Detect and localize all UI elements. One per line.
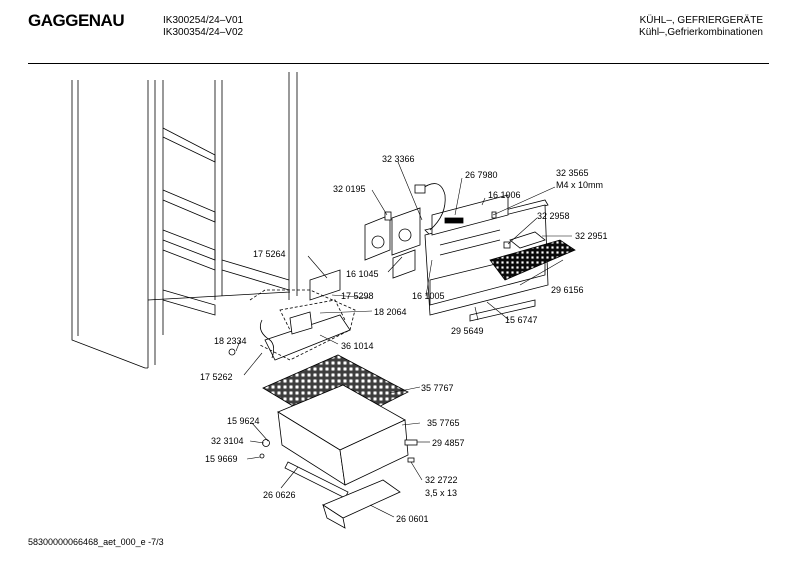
connector	[414, 184, 426, 194]
part-label: 29 4857	[432, 438, 465, 448]
category-line: Kühl–,Gefrierkombinationen	[639, 27, 763, 38]
part-label: 32 2722	[425, 475, 458, 485]
part-label: 16 1045	[346, 269, 379, 279]
header-rule	[28, 63, 769, 64]
part-label: 15 9669	[205, 454, 238, 464]
tray	[322, 479, 401, 529]
drawer	[277, 384, 409, 486]
part-label: 15 6747	[505, 315, 538, 325]
part-label: 35 7765	[427, 418, 460, 428]
model-number: IK300254/24–V01	[163, 15, 244, 26]
category-title: KÜHL–, GEFRIERGERÄTE Kühl–,Gefrierkombin…	[639, 15, 763, 39]
cable	[419, 183, 446, 231]
leader-lines	[235, 161, 572, 518]
part-label: M4 x 10mm	[556, 180, 603, 190]
part-label: 35 7767	[421, 383, 454, 393]
display-window	[444, 217, 464, 224]
model-number: IK300354/24–V02	[163, 27, 244, 38]
part-label: 32 2951	[575, 231, 608, 241]
part-label: 36 1014	[341, 341, 374, 351]
cover-plate	[509, 231, 546, 249]
knob-assembly	[364, 207, 421, 279]
part-label: 32 0195	[333, 184, 366, 194]
category-line: KÜHL–, GEFRIERGERÄTE	[639, 15, 763, 26]
brand-logo: GAGGENAU	[28, 11, 125, 30]
part-label: 18 2064	[374, 307, 407, 317]
part-label: 32 3104	[211, 436, 244, 446]
fridge-cabinet	[71, 72, 298, 369]
footer: 58300000066468_aet_000_e -7/3	[28, 537, 164, 547]
part-label: 26 0626	[263, 490, 296, 500]
part-label: 16 1005	[412, 291, 445, 301]
part-label: 17 5298	[341, 291, 374, 301]
part-label: 32 3565	[556, 168, 589, 178]
part-label: 26 7980	[465, 170, 498, 180]
part-label: 3,5 x 13	[425, 488, 457, 498]
part-label: 18 2334	[214, 336, 247, 346]
part-label: 16 1006	[488, 190, 521, 200]
model-numbers: IK300254/24–V01 IK300354/24–V02	[163, 15, 243, 39]
part-label: 29 5649	[451, 326, 484, 336]
part-labels: 32 3366 26 7980 32 3565 M4 x 10mm 32 019…	[200, 154, 608, 524]
lamp-assembly	[228, 269, 356, 361]
grille	[489, 239, 576, 281]
part-label: 17 5264	[253, 249, 286, 259]
part-label: 26 0601	[396, 514, 429, 524]
document-id: 58300000066468_aet_000_e	[28, 537, 146, 547]
part-label: 32 2958	[537, 211, 570, 221]
part-label: 29 6156	[551, 285, 584, 295]
part-label: 17 5262	[200, 372, 233, 382]
page-number: -7/3	[148, 537, 164, 547]
part-label: 32 3366	[382, 154, 415, 164]
part-label: 15 9624	[227, 416, 260, 426]
